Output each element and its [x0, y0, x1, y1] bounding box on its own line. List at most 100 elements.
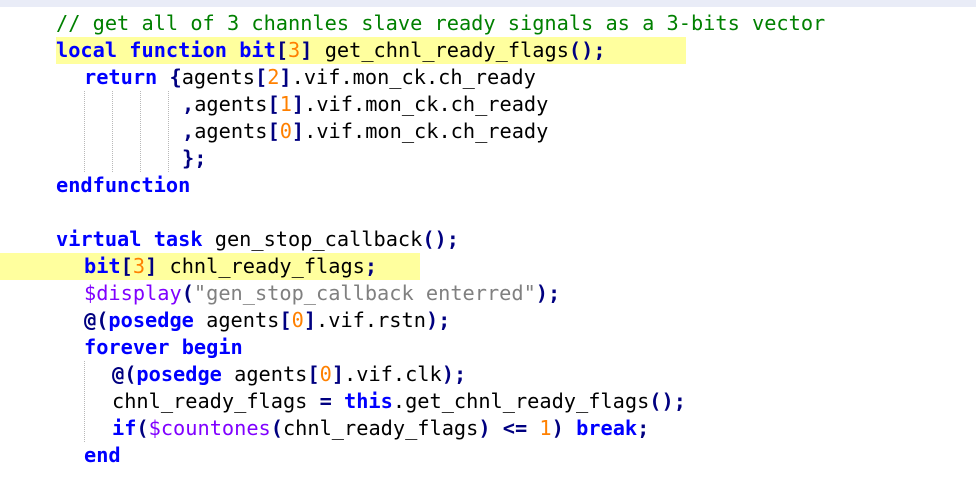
token-number: 0	[279, 119, 292, 143]
token-identifier: chnl_ready_flags	[157, 254, 365, 278]
token-identifier: gen_stop_callback	[202, 227, 423, 251]
token-identifier: chnl_ready_flags	[282, 416, 479, 440]
code-line[interactable]: endfunction	[0, 172, 976, 199]
indent-guide	[168, 91, 169, 172]
token-operator: )	[478, 416, 491, 440]
token-identifier	[169, 335, 181, 359]
token-keyword: end	[84, 443, 121, 467]
token-keyword: if	[112, 416, 137, 440]
editor-top-band	[0, 0, 976, 7]
token-identifier: .get_chnl_ready_flags	[392, 389, 650, 413]
code-text: end	[84, 442, 121, 469]
code-text: };	[182, 145, 206, 172]
token-operator: ;	[364, 254, 378, 278]
code-text: return {agents[2].vif.mon_ck.ch_ready	[84, 64, 536, 91]
token-identifier: .vif.clk	[344, 362, 442, 386]
token-operator: (	[270, 416, 283, 440]
token-operator: =	[319, 389, 332, 413]
code-line[interactable]: ,agents[0].vif.mon_ck.ch_ready	[0, 118, 976, 145]
token-operator: )	[551, 416, 564, 440]
token-identifier: chnl_ready_flags	[112, 389, 320, 413]
token-operator: @(	[84, 308, 109, 332]
code-text: // get all of 3 channles slave ready sig…	[56, 10, 825, 37]
code-text: ,agents[1].vif.mon_ck.ch_ready	[182, 91, 548, 118]
token-keyword: endfunction	[56, 173, 191, 197]
token-operator: (	[181, 281, 194, 305]
code-line[interactable]: local function bit[3] get_chnl_ready_fla…	[0, 37, 976, 64]
token-keyword: begin	[181, 335, 243, 359]
code-text: chnl_ready_flags = this.get_chnl_ready_f…	[112, 388, 686, 415]
indent-guide	[112, 91, 113, 172]
token-operator: ,	[182, 92, 195, 116]
token-operator: ]	[331, 362, 345, 386]
token-keyword: forever	[84, 335, 170, 359]
token-identifier: .vif.mon_ck.ch_ready	[304, 92, 549, 116]
code-line[interactable]: $display("gen_stop_callback enterred");	[0, 280, 976, 307]
code-line[interactable]: };	[0, 145, 976, 172]
token-operator: ();	[568, 38, 606, 62]
code-line[interactable]: chnl_ready_flags = this.get_chnl_ready_f…	[0, 388, 976, 415]
token-identifier	[157, 65, 169, 89]
token-keyword: function	[129, 38, 227, 62]
token-operator: [	[307, 362, 320, 386]
token-number: 2	[267, 65, 280, 89]
token-keyword: posedge	[108, 308, 194, 332]
token-operator: ();	[649, 389, 686, 413]
indent-guide	[84, 361, 85, 442]
token-identifier: .vif.rstn	[316, 308, 426, 332]
token-keyword: posedge	[136, 362, 222, 386]
token-operator: ]	[303, 308, 317, 332]
token-identifier	[527, 416, 539, 440]
code-text: @(posedge agents[0].vif.rstn);	[84, 307, 450, 334]
token-operator: );	[425, 308, 451, 332]
code-line[interactable]: // get all of 3 channles slave ready sig…	[0, 10, 976, 37]
token-number: 3	[288, 38, 301, 62]
token-operator: ,	[182, 119, 195, 143]
indent-guide	[84, 91, 85, 172]
token-operator: ]	[279, 65, 292, 89]
token-operator: <=	[502, 416, 528, 440]
code-line[interactable]: return {agents[2].vif.mon_ck.ch_ready	[0, 64, 976, 91]
token-identifier: agents	[181, 65, 255, 89]
token-operator: @(	[112, 362, 137, 386]
token-keyword: bit	[84, 254, 121, 278]
code-line[interactable]	[0, 199, 976, 226]
line-highlight	[0, 253, 420, 280]
code-text: ,agents[0].vif.mon_ck.ch_ready	[182, 118, 548, 145]
token-number: 1	[279, 92, 292, 116]
code-line[interactable]: @(posedge agents[0].vif.clk);	[0, 361, 976, 388]
token-identifier: .vif.mon_ck.ch_ready	[304, 119, 549, 143]
token-number: 1	[539, 416, 552, 440]
token-operator: ]	[291, 92, 305, 116]
code-line[interactable]: bit[3] chnl_ready_flags;	[0, 253, 976, 280]
token-operator: [	[275, 38, 289, 62]
code-line[interactable]: virtual task gen_stop_callback();	[0, 226, 976, 253]
code-line[interactable]: end	[0, 442, 976, 469]
token-identifier	[227, 38, 239, 62]
code-line[interactable]: if($countones(chnl_ready_flags) <= 1) br…	[0, 415, 976, 442]
token-operator: [	[267, 119, 280, 143]
token-identifier	[332, 389, 344, 413]
token-number: 3	[132, 254, 146, 278]
token-operator: );	[441, 362, 467, 386]
token-operator: ;	[637, 416, 650, 440]
token-operator: };	[182, 146, 207, 170]
code-line[interactable]: @(posedge agents[0].vif.rstn);	[0, 307, 976, 334]
token-operator: [	[120, 254, 133, 278]
token-operator: {	[169, 65, 182, 89]
code-line[interactable]: forever begin	[0, 334, 976, 361]
token-identifier	[141, 227, 153, 251]
code-line[interactable]: ,agents[1].vif.mon_ck.ch_ready	[0, 91, 976, 118]
token-operator: ]	[300, 38, 313, 62]
token-comment: // get all of 3 channles slave ready sig…	[56, 11, 826, 35]
token-operator: ]	[145, 254, 158, 278]
token-number: 0	[291, 308, 304, 332]
token-identifier: agents	[194, 92, 268, 116]
token-operator: [	[279, 308, 292, 332]
code-text: if($countones(chnl_ready_flags) <= 1) br…	[112, 415, 649, 442]
token-keyword: this	[344, 389, 393, 413]
token-keyword: bit	[239, 38, 276, 62]
token-identifier	[564, 416, 576, 440]
token-keyword: virtual	[56, 227, 142, 251]
